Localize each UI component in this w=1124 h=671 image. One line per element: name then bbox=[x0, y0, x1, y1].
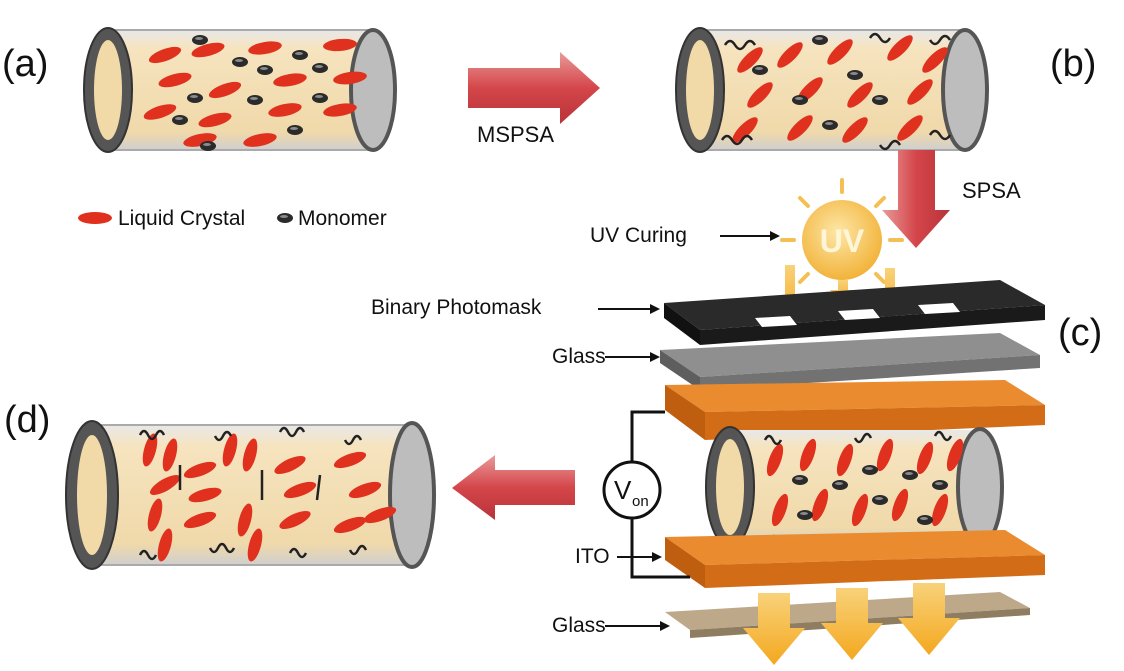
tube-c bbox=[705, 426, 1004, 548]
mspsa-arrow bbox=[468, 52, 600, 124]
uv-sun-label: UV bbox=[820, 223, 865, 259]
result-arrow bbox=[452, 455, 575, 520]
ito-bottom-electrode bbox=[665, 530, 1045, 588]
output-light-arrows bbox=[743, 583, 960, 665]
glass-bottom-pointer bbox=[605, 621, 670, 631]
photomask-pointer bbox=[598, 304, 660, 314]
tube-b bbox=[675, 27, 989, 153]
ito-label: ITO bbox=[575, 545, 610, 568]
legend: Liquid Crystal Monomer bbox=[78, 207, 387, 230]
uv-curing-label: UV Curing bbox=[590, 224, 687, 247]
glass-top-plate bbox=[660, 333, 1040, 390]
ito-pointer bbox=[617, 552, 662, 562]
mspsa-label: MSPSA bbox=[477, 122, 554, 147]
tube-b-polymer-chains bbox=[720, 32, 952, 151]
voltage-source: V on bbox=[602, 460, 662, 520]
legend-monomer-swatch bbox=[277, 213, 293, 223]
voltage-label: V bbox=[614, 475, 632, 505]
glass-top-pointer bbox=[605, 352, 660, 362]
voltage-subscript: on bbox=[632, 493, 649, 510]
tube-d-polymer-chains bbox=[138, 426, 368, 561]
legend-lc-swatch bbox=[78, 212, 112, 224]
panel-label-a: (a) bbox=[2, 43, 48, 85]
photomask-label: Binary Photomask bbox=[371, 296, 542, 319]
uv-curing-pointer bbox=[720, 231, 780, 241]
panel-label-d: (d) bbox=[4, 399, 50, 441]
uv-sun: UV bbox=[780, 178, 904, 302]
voltage-circuit bbox=[630, 410, 690, 579]
binary-photomask bbox=[664, 280, 1045, 345]
spsa-arrow bbox=[882, 150, 950, 248]
tube-d bbox=[65, 420, 436, 570]
spsa-label: SPSA bbox=[962, 178, 1021, 203]
tube-a bbox=[83, 27, 397, 153]
glass-top-label: Glass bbox=[552, 345, 606, 368]
legend-monomer-label: Monomer bbox=[298, 207, 387, 230]
legend-lc-label: Liquid Crystal bbox=[118, 207, 245, 230]
panel-label-b: (b) bbox=[1050, 43, 1096, 85]
glass-bottom-label: Glass bbox=[552, 614, 606, 637]
panel-label-c: (c) bbox=[1058, 312, 1102, 354]
